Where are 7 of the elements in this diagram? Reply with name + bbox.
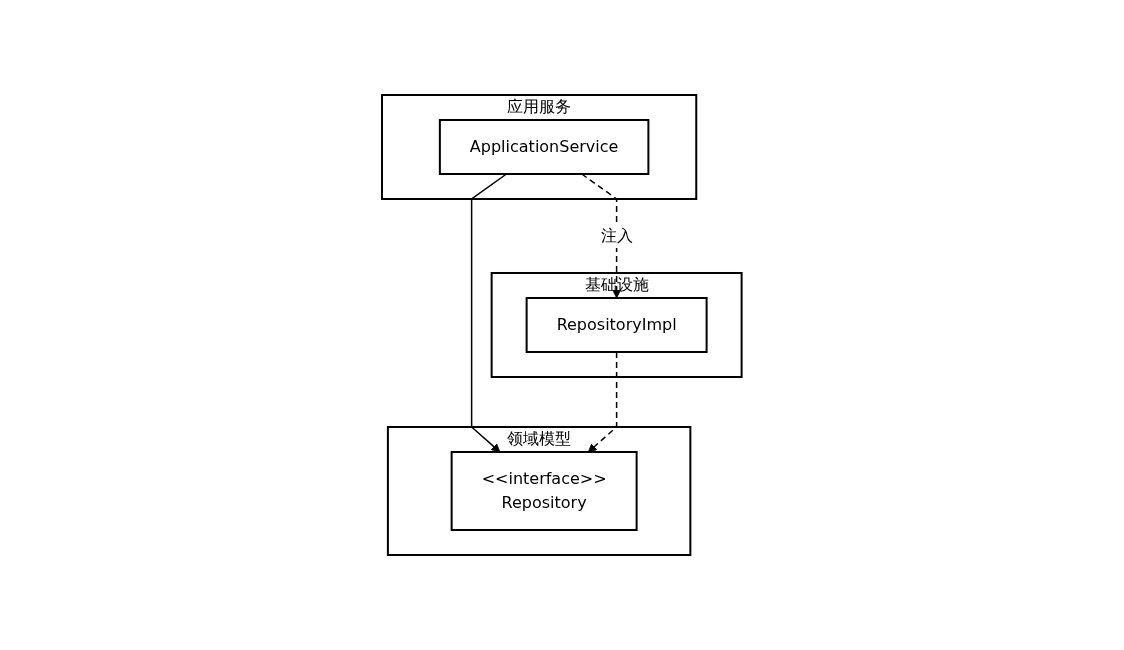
node-box: RepositoryImpl (525, 297, 708, 353)
node-box: ApplicationService (439, 119, 650, 175)
edge-label: 注入 (600, 226, 633, 245)
arrow (588, 351, 618, 453)
arrow (581, 173, 622, 299)
node-box: <<interface>> Repository (450, 451, 638, 531)
arrow (471, 173, 508, 453)
